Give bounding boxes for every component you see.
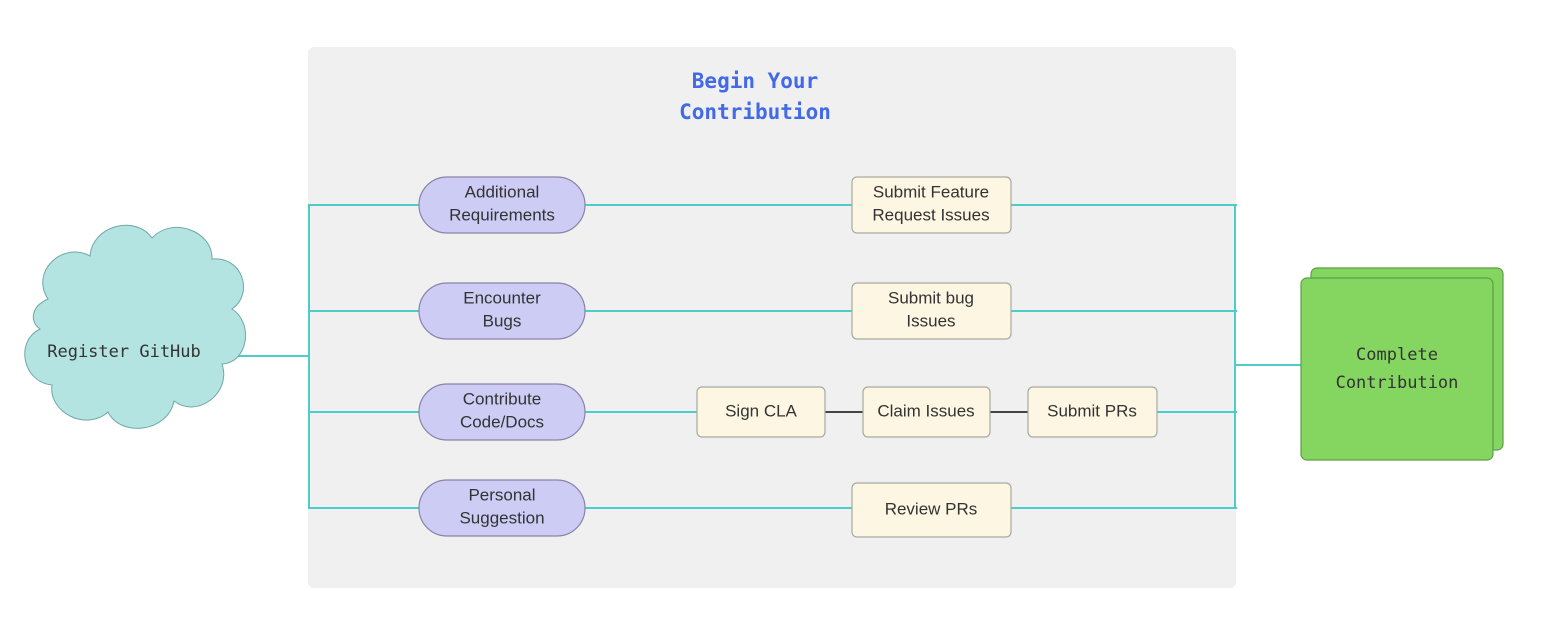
node-encounter-bugs-line-2: Bugs (483, 311, 522, 330)
node-sign-cla-label: Sign CLA (725, 401, 797, 420)
node-submit-feature-request-issues-shape (851, 176, 1012, 234)
node-submit-feature-request-issues-line-1: Submit Feature (873, 182, 989, 201)
subgraph-title-line-1: Begin Your (692, 69, 818, 93)
node-personal-suggestion-line-1: Personal (468, 485, 535, 504)
node-encounter-bugs-shape (418, 282, 586, 340)
node-submit-prs[interactable]: Submit PRs (1027, 386, 1158, 438)
node-encounter-bugs-line-1: Encounter (463, 288, 541, 307)
node-submit-feature-request-issues-line-2: Request Issues (872, 205, 989, 224)
node-additional-requirements-line-1: Additional (465, 182, 540, 201)
node-encounter-bugs[interactable]: Encounter Bugs (418, 282, 586, 340)
node-complete-contribution-line-2: Contribution (1336, 373, 1459, 393)
node-personal-suggestion-shape (418, 479, 586, 537)
node-review-prs-shape (851, 482, 1012, 538)
node-claim-issues-shape (862, 386, 991, 438)
node-register-github-label: Register GitHub (47, 342, 201, 362)
node-additional-requirements-line-2: Requirements (449, 205, 555, 224)
node-claim-issues-label: Claim Issues (877, 401, 974, 420)
node-personal-suggestion-line-2: Suggestion (459, 508, 544, 527)
node-additional-requirements-shape (418, 176, 586, 234)
node-sign-cla-shape (696, 386, 826, 438)
subgraph-title-line-2: Contribution (679, 100, 831, 124)
node-submit-bug-issues-shape (851, 282, 1012, 340)
node-review-prs-label: Review PRs (885, 499, 978, 518)
node-additional-requirements[interactable]: Additional Requirements (418, 176, 586, 234)
node-contribute-code-docs-line-2: Code/Docs (460, 412, 544, 431)
node-submit-prs-label: Submit PRs (1047, 401, 1137, 420)
node-complete-contribution[interactable]: Complete Contribution (1300, 267, 1504, 461)
node-complete-contribution-line-1: Complete (1356, 345, 1438, 365)
node-submit-bug-issues-line-2: Issues (906, 311, 955, 330)
node-contribute-code-docs-line-1: Contribute (463, 389, 541, 408)
node-personal-suggestion[interactable]: Personal Suggestion (418, 479, 586, 537)
node-submit-feature-request-issues[interactable]: Submit Feature Request Issues (851, 176, 1012, 234)
cloud-shape (24, 224, 246, 429)
node-register-github[interactable]: Register GitHub (24, 224, 246, 429)
node-review-prs[interactable]: Review PRs (851, 482, 1012, 538)
node-submit-prs-shape (1027, 386, 1158, 438)
node-contribute-code-docs[interactable]: Contribute Code/Docs (418, 383, 586, 441)
node-sign-cla[interactable]: Sign CLA (696, 386, 826, 438)
node-submit-bug-issues-line-1: Submit bug (888, 288, 974, 307)
node-claim-issues[interactable]: Claim Issues (862, 386, 991, 438)
node-contribute-code-docs-shape (418, 383, 586, 441)
node-submit-bug-issues[interactable]: Submit bug Issues (851, 282, 1012, 340)
node-complete-contribution-front-layer (1300, 277, 1494, 461)
